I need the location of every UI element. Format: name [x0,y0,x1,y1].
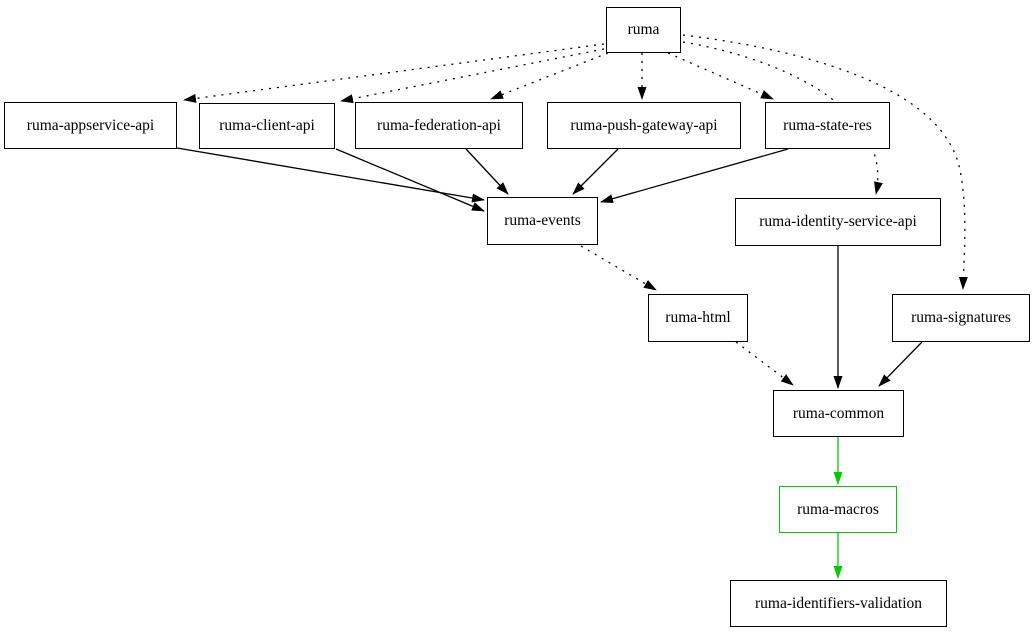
edge-ruma-federation-api-to-ruma-events [465,148,509,195]
edge-ruma-client-api-to-ruma-events [335,148,485,212]
edge-ruma-signatures-to-ruma-common [878,341,923,387]
node-ruma-signatures: ruma-signatures [892,294,1030,342]
edge-ruma-state-res-to-ruma-events [600,148,789,204]
edge-ruma-to-ruma-signatures [682,34,968,290]
node-ruma-macros: ruma-macros [779,486,897,533]
edge-ruma-to-ruma-client-api [340,48,605,104]
edge-ruma-events-to-ruma-html [580,245,657,291]
edge-ruma-to-ruma-appservice-api [183,43,605,103]
edge-ruma-to-ruma-federation-api [490,52,609,100]
node-ruma-state-res: ruma-state-res [765,102,890,149]
edge-ruma-push-gateway-api-to-ruma-events [572,148,619,195]
node-ruma-events: ruma-events [487,197,598,245]
node-ruma-identifiers-validation: ruma-identifiers-validation [730,580,947,627]
node-ruma-push-gateway-api: ruma-push-gateway-api [547,102,741,149]
node-ruma-client-api: ruma-client-api [199,103,335,149]
node-ruma-html: ruma-html [648,294,748,342]
edge-ruma-html-to-ruma-common [735,341,794,386]
node-ruma-appservice-api: ruma-appservice-api [4,102,177,149]
edge-ruma-appservice-api-to-ruma-events [176,147,485,203]
node-ruma-federation-api: ruma-federation-api [355,102,523,149]
edge-ruma-to-ruma-state-res [667,52,774,100]
node-ruma-common: ruma-common [773,390,904,437]
node-ruma: ruma [606,7,681,53]
node-ruma-identity-service-api: ruma-identity-service-api [735,198,941,246]
